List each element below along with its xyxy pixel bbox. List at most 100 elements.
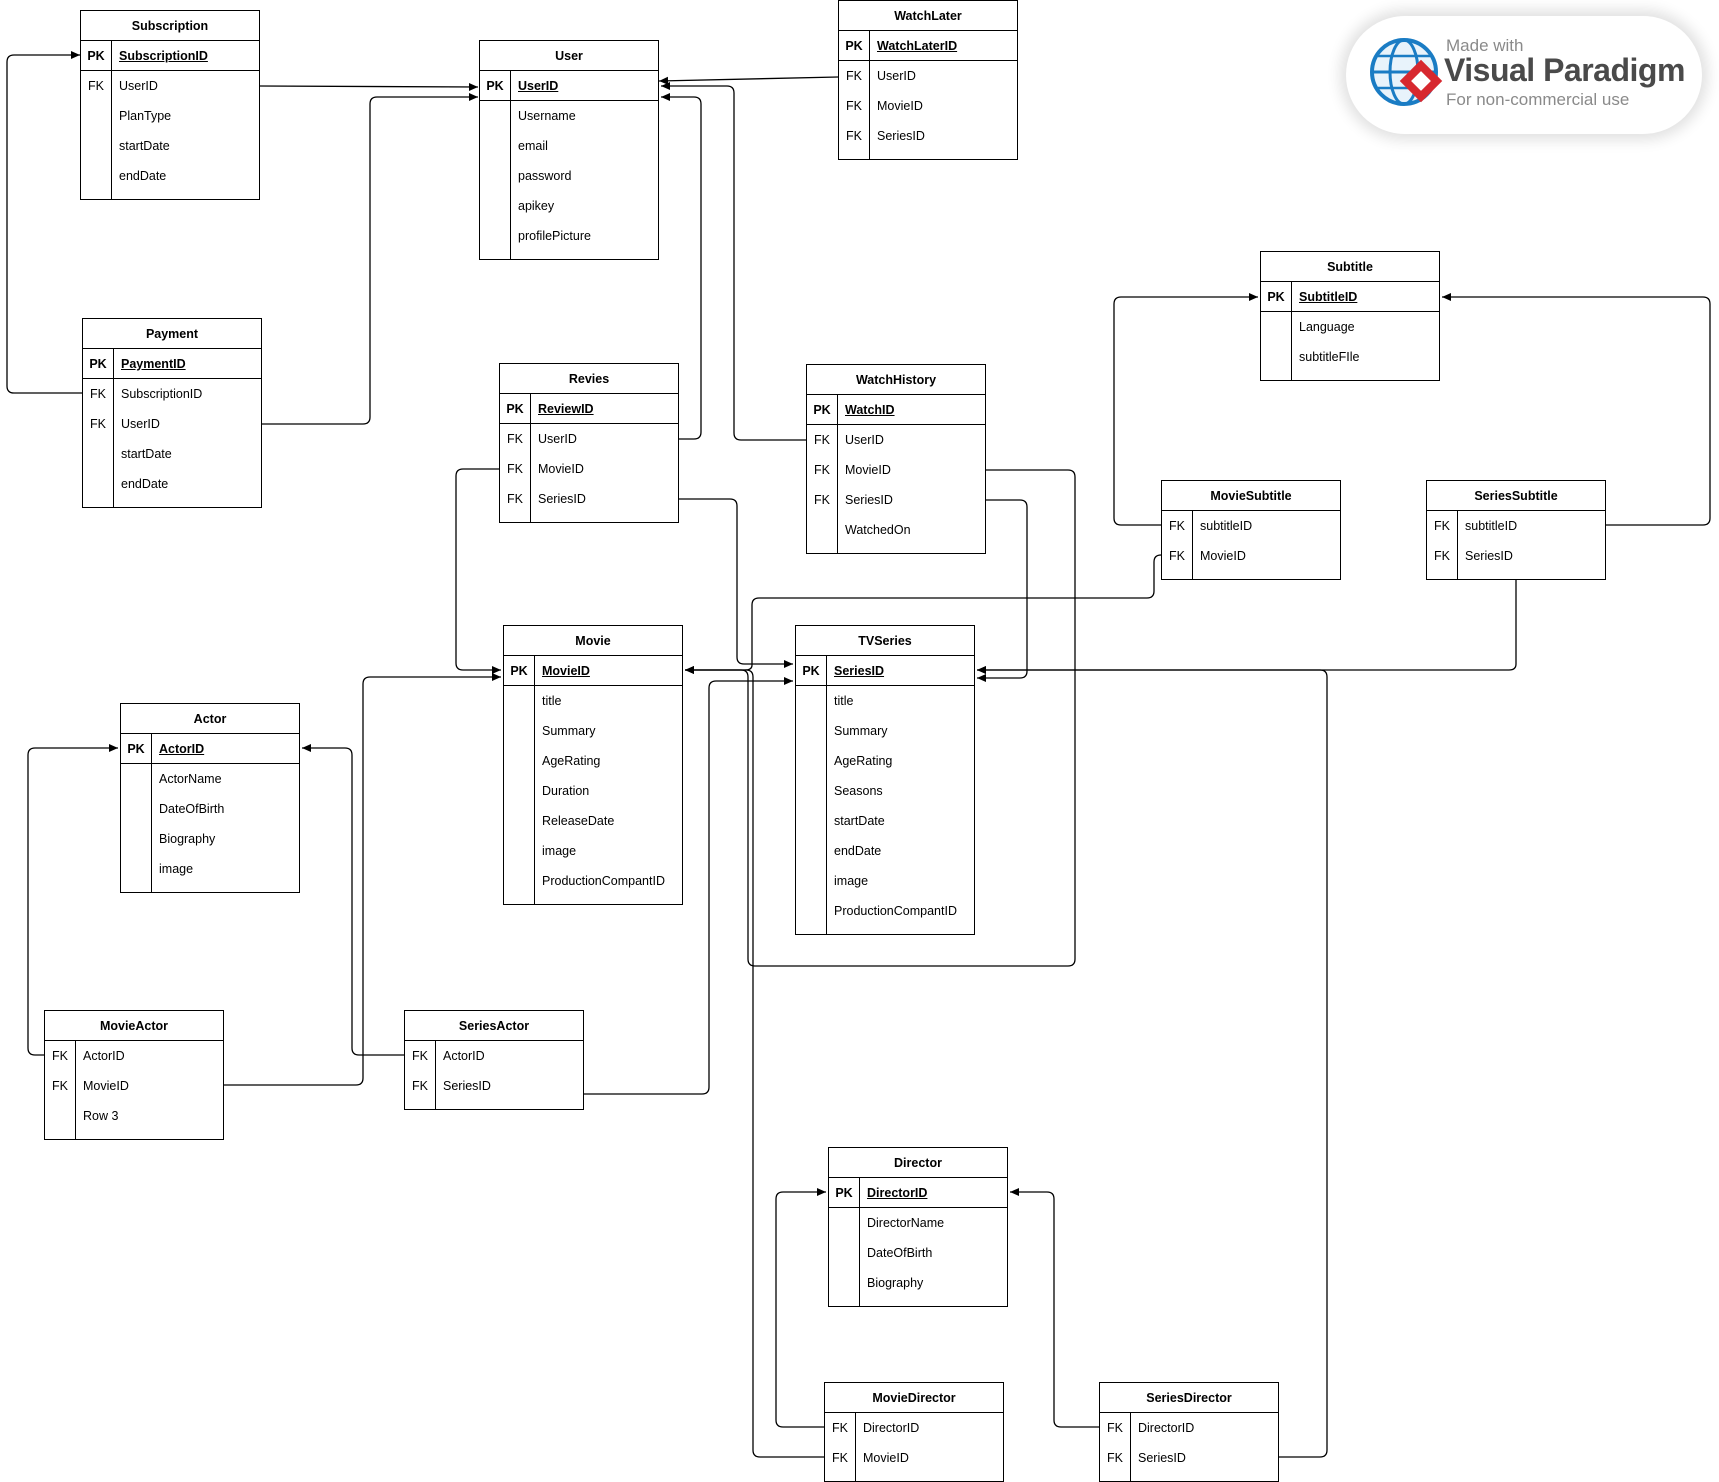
tvseries-row[interactable]: Seasons — [796, 776, 974, 806]
tvseries-row[interactable]: Summary — [796, 716, 974, 746]
actor-row[interactable]: image — [121, 854, 299, 884]
user-row[interactable]: profilePicture — [480, 221, 658, 251]
payment-userid-to-user-relationship[interactable] — [262, 93, 478, 425]
subscription-row[interactable]: startDate — [81, 131, 259, 161]
tvseries-row[interactable]: startDate — [796, 806, 974, 836]
movie-row[interactable]: title — [504, 686, 682, 716]
movieactor-row[interactable]: Row 3 — [45, 1101, 223, 1131]
actor-row[interactable]: DateOfBirth — [121, 794, 299, 824]
subscription-row[interactable]: PlanType — [81, 101, 259, 131]
payment-subscriptionid-to-subscription-relationship[interactable] — [6, 51, 82, 394]
payment-row[interactable]: endDate — [83, 469, 261, 499]
director-row[interactable]: Biography — [829, 1268, 1007, 1298]
movie-row[interactable]: Summary — [504, 716, 682, 746]
tvseries-row[interactable]: AgeRating — [796, 746, 974, 776]
revies-seriesid-to-tvseries-relationship[interactable] — [679, 498, 793, 668]
watchhistory-row[interactable]: WatchedOn — [807, 515, 985, 545]
director-row[interactable]: DirectorName — [829, 1208, 1007, 1238]
subtitle-row[interactable]: subtitleFIle — [1261, 342, 1439, 372]
payment-row[interactable]: startDate — [83, 439, 261, 469]
tvseries-row[interactable]: endDate — [796, 836, 974, 866]
subtitle-row[interactable]: Language — [1261, 312, 1439, 342]
seriesactor-actorid-to-actor-relationship[interactable] — [302, 744, 404, 1056]
moviedirector-directorid-to-director-relationship[interactable] — [775, 1188, 826, 1428]
subscription-userid-to-user-relationship[interactable] — [259, 82, 479, 91]
movie-row[interactable]: AgeRating — [504, 746, 682, 776]
movie-row[interactable]: image — [504, 836, 682, 866]
movie-row[interactable]: ReleaseDate — [504, 806, 682, 836]
director-row[interactable]: DateOfBirth — [829, 1238, 1007, 1268]
tvseries-row[interactable]: title — [796, 686, 974, 716]
actor-row[interactable]: Biography — [121, 824, 299, 854]
watchlater-userid-to-user-relationship[interactable] — [658, 76, 839, 85]
seriessubtitle-seriesid-to-tvseries-relationship[interactable] — [977, 570, 1517, 674]
movieactor-actorid-to-actor-relationship[interactable] — [27, 744, 118, 1056]
tvseries-row[interactable]: image — [796, 866, 974, 896]
movie-row[interactable]: ProductionCompantID — [504, 866, 682, 896]
tvseries-row[interactable]: ProductionCompantID — [796, 896, 974, 926]
actor-row[interactable]: ActorName — [121, 764, 299, 794]
seriesdirector-directorid-to-director-relationship[interactable] — [1010, 1188, 1099, 1428]
watchhistory-userid-to-user-relationship[interactable] — [661, 82, 806, 441]
user-row[interactable]: apikey — [480, 191, 658, 221]
revies-movieid-to-movie-relationship[interactable] — [455, 468, 501, 674]
subscription-row[interactable]: endDate — [81, 161, 259, 191]
user-row[interactable]: password — [480, 161, 658, 191]
user-row[interactable]: email — [480, 131, 658, 161]
seriesdirector-seriesid-to-tvseries-relationship[interactable] — [977, 666, 1328, 1458]
user-row[interactable]: Username — [480, 101, 658, 131]
movie-row[interactable]: Duration — [504, 776, 682, 806]
